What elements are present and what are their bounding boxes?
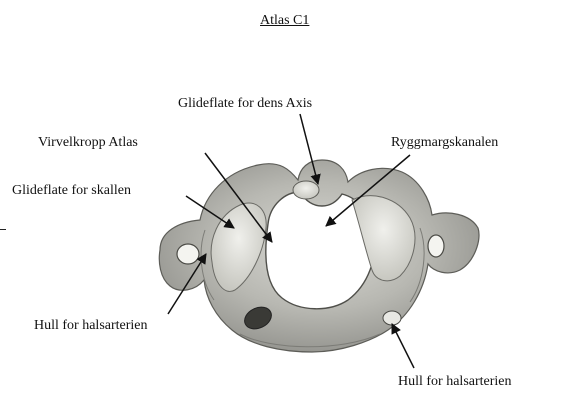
label-skull-facet: Glideflate for skallen	[12, 183, 131, 199]
label-artery-hole-right: Hull for halsarterien	[398, 374, 512, 390]
right-transverse-foramen	[428, 235, 444, 257]
label-vertebral-body: Virvelkropp Atlas	[38, 135, 138, 151]
left-transverse-foramen	[177, 244, 199, 264]
label-spinal-canal: Ryggmargskanalen	[391, 135, 498, 151]
lower-right-foramen	[383, 311, 401, 325]
arrow-artery-hole-right	[392, 324, 414, 368]
label-dens-facet: Glideflate for dens Axis	[178, 96, 312, 112]
dens-facet	[293, 181, 319, 199]
label-artery-hole-left: Hull for halsarterien	[34, 318, 148, 334]
